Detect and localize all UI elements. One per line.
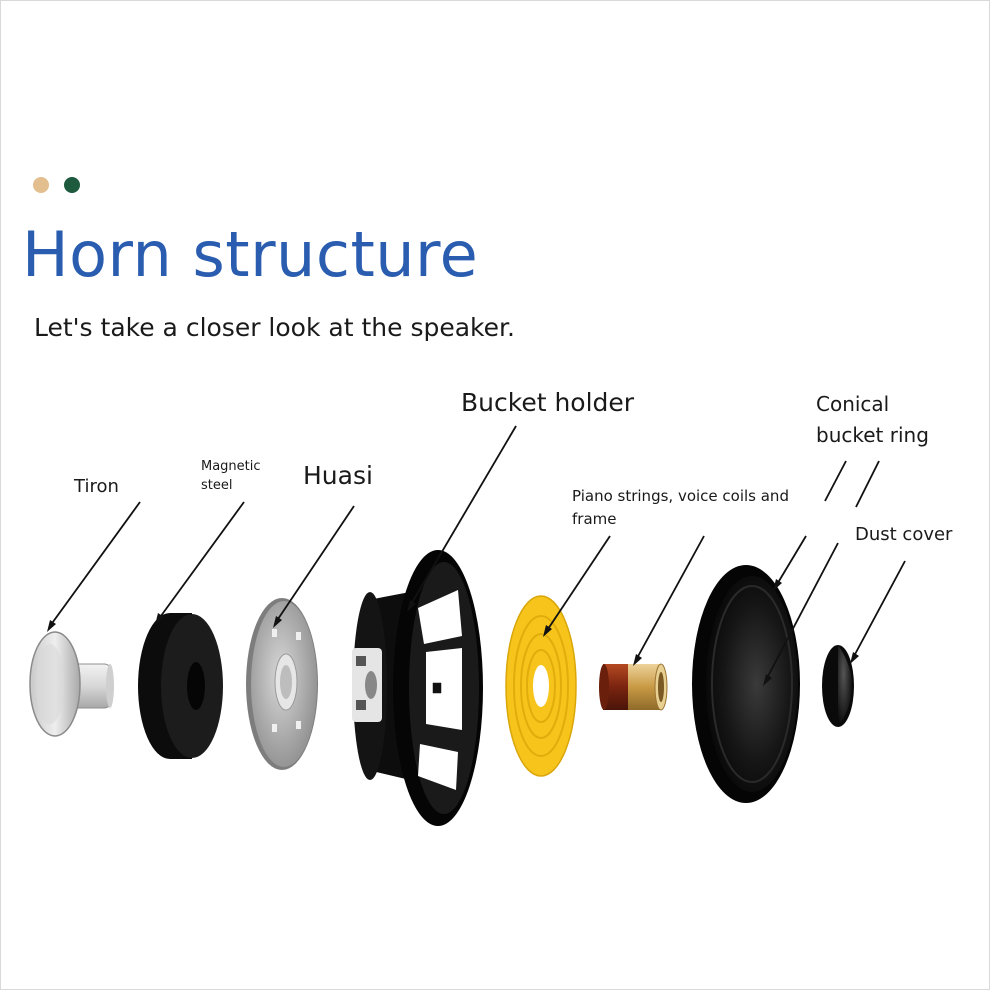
label-magnetic-line2: steel bbox=[201, 478, 233, 493]
label-huasi: Huasi bbox=[303, 461, 373, 490]
basket-frame-icon bbox=[352, 550, 483, 826]
label-piano-line2: frame bbox=[572, 510, 617, 528]
dust-cap-icon bbox=[822, 645, 854, 727]
leader-lines bbox=[47, 425, 906, 686]
voice-coil-icon bbox=[599, 663, 668, 711]
accent-dot-tan bbox=[33, 177, 49, 193]
ring-magnet-icon bbox=[138, 613, 223, 759]
label-bucket-holder: Bucket holder bbox=[461, 388, 635, 417]
label-conical-bucket-ring: Conical bucket ring bbox=[816, 389, 929, 451]
label-tiron: Tiron bbox=[74, 476, 119, 497]
page-subtitle: Let's take a closer look at the speaker. bbox=[34, 313, 515, 342]
label-conical-line2: bucket ring bbox=[816, 423, 929, 447]
label-dust-cover: Dust cover bbox=[855, 524, 953, 545]
label-magnetic-line1: Magnetic bbox=[201, 459, 261, 474]
page-title: Horn structure bbox=[22, 218, 479, 291]
label-conical-line1: Conical bbox=[816, 392, 890, 416]
washer-plate-icon bbox=[246, 598, 318, 770]
label-piano-line1: Piano strings, voice coils and bbox=[572, 487, 789, 505]
accent-dot-green bbox=[64, 177, 80, 193]
cone-surround-icon bbox=[692, 565, 800, 803]
label-magnetic-steel: Magnetic steel bbox=[201, 457, 261, 495]
spider-icon bbox=[505, 595, 577, 777]
t-yoke-icon bbox=[29, 631, 114, 737]
label-piano-strings: Piano strings, voice coils and frame bbox=[572, 485, 789, 531]
